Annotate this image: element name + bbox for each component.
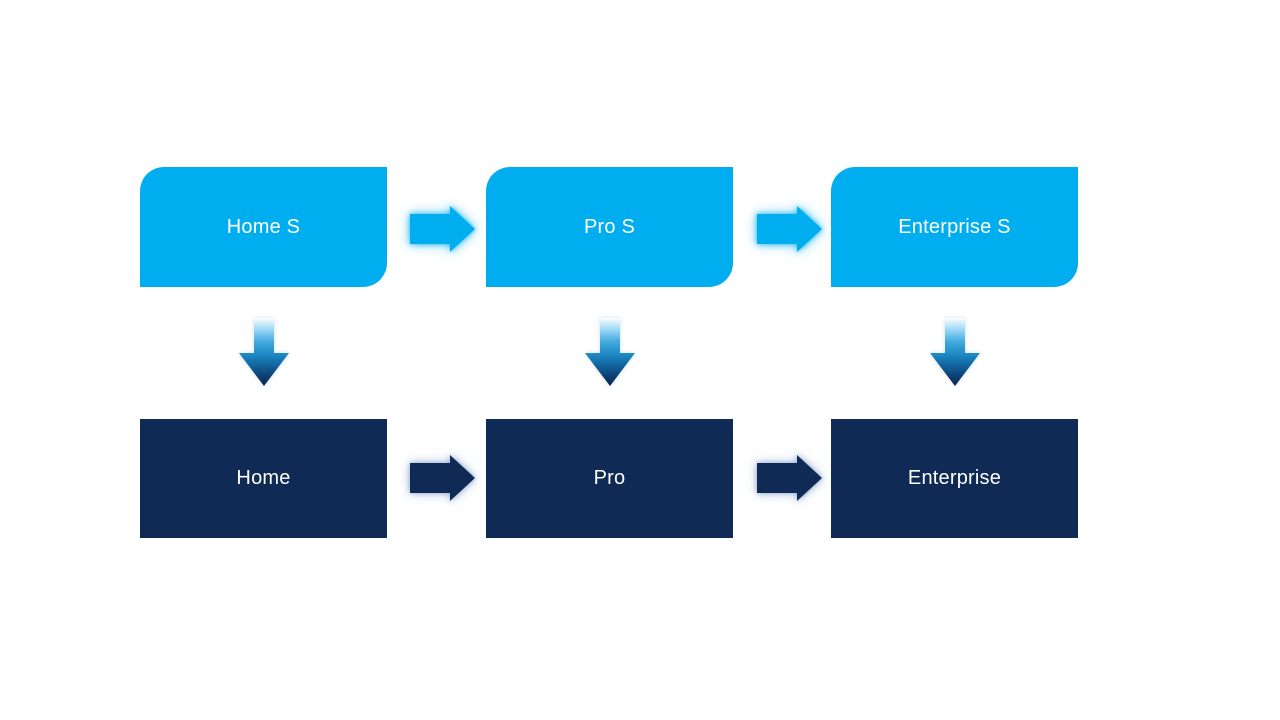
down-arrow-icon (585, 318, 635, 386)
node-label: Home (236, 467, 291, 489)
right-arrow-icon (410, 455, 475, 501)
node-enterprise: Enterprise (831, 419, 1078, 538)
right-arrow-icon (757, 455, 822, 501)
node-home: Home (140, 419, 387, 538)
node-label: Pro S (583, 215, 636, 238)
right-arrow-icon (410, 206, 475, 252)
node-label: Pro (593, 467, 626, 489)
node-enterprise-s: Enterprise S (831, 167, 1078, 287)
right-arrow-icon (757, 206, 822, 252)
node-label: Enterprise (907, 467, 1002, 489)
node-label: Home S (226, 215, 301, 238)
node-pro-s: Pro S (486, 167, 733, 287)
down-arrow-icon (930, 318, 980, 386)
node-pro: Pro (486, 419, 733, 538)
down-arrow-icon (239, 318, 289, 386)
node-home-s: Home S (140, 167, 387, 287)
node-label: Enterprise S (898, 215, 1011, 238)
